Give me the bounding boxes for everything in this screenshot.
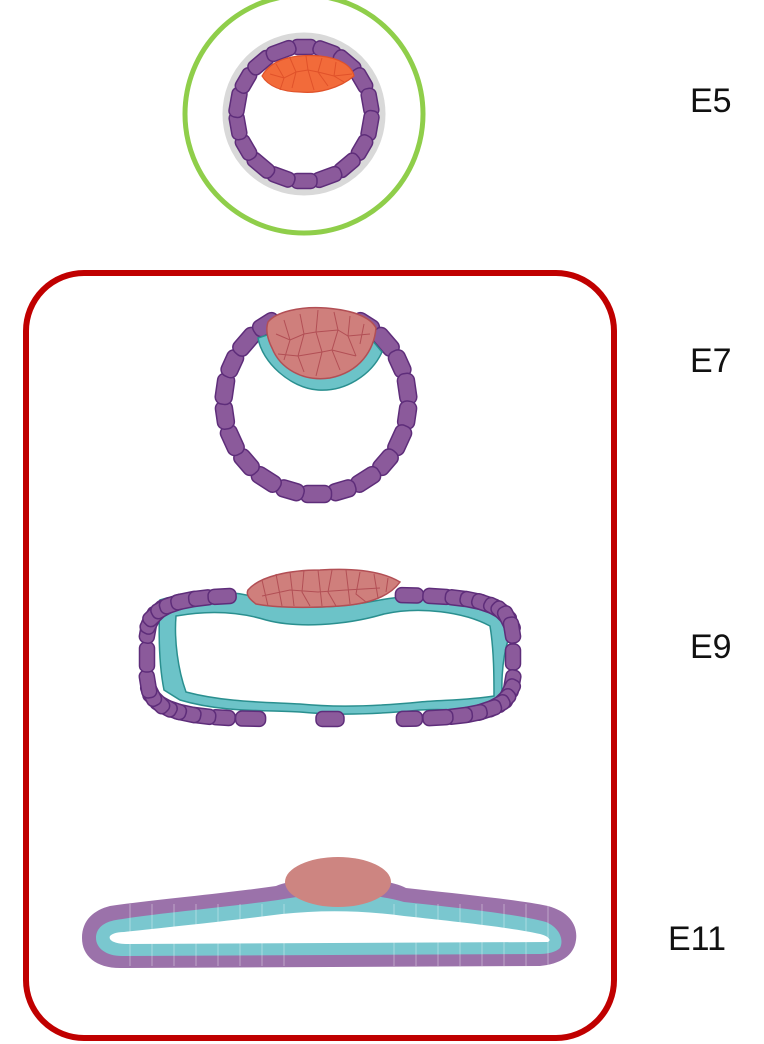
e9-cavity <box>175 610 494 706</box>
e5-blastocyst <box>185 0 423 233</box>
trophectoderm-cell <box>316 712 344 727</box>
trophectoderm-cell <box>301 486 332 503</box>
trophectoderm-cell <box>396 711 422 726</box>
e7-blastocyst <box>214 308 417 503</box>
e11-blastocyst <box>82 857 576 968</box>
trophectoderm-cell <box>208 588 237 605</box>
trophectoderm-cell <box>140 642 155 672</box>
trophectoderm-cell <box>422 709 453 726</box>
stage-label-e11: E11 <box>668 922 726 956</box>
stage-label-e7: E7 <box>690 344 732 378</box>
trophectoderm-cell <box>138 669 157 699</box>
stage-label-e5: E5 <box>690 84 732 118</box>
stage-label-e9: E9 <box>690 630 732 664</box>
trophectoderm-cell <box>235 711 265 727</box>
e11-epiblast <box>285 857 391 907</box>
e9-blastocyst <box>138 569 523 726</box>
trophectoderm-cell <box>395 588 423 604</box>
trophectoderm-cell <box>506 644 521 670</box>
